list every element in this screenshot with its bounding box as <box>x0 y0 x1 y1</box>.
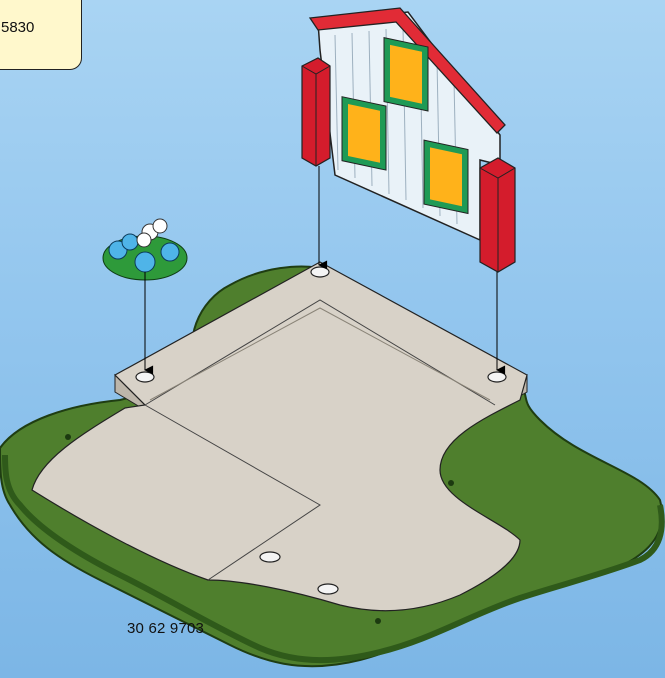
part-code: 30 62 9703 <box>127 620 204 637</box>
peg-hole-icon <box>318 584 338 594</box>
peg-hole-icon <box>136 372 154 382</box>
left-pillar <box>302 58 330 166</box>
fire-window-icon <box>342 97 386 170</box>
right-pillar <box>480 158 515 272</box>
flower-bush-icon <box>103 219 187 280</box>
fire-window-icon <box>384 38 428 111</box>
peg-hole-icon <box>311 267 329 277</box>
fire-window-icon <box>424 140 468 213</box>
peg-hole-icon <box>260 552 280 562</box>
peg-hole-icon <box>488 372 506 382</box>
